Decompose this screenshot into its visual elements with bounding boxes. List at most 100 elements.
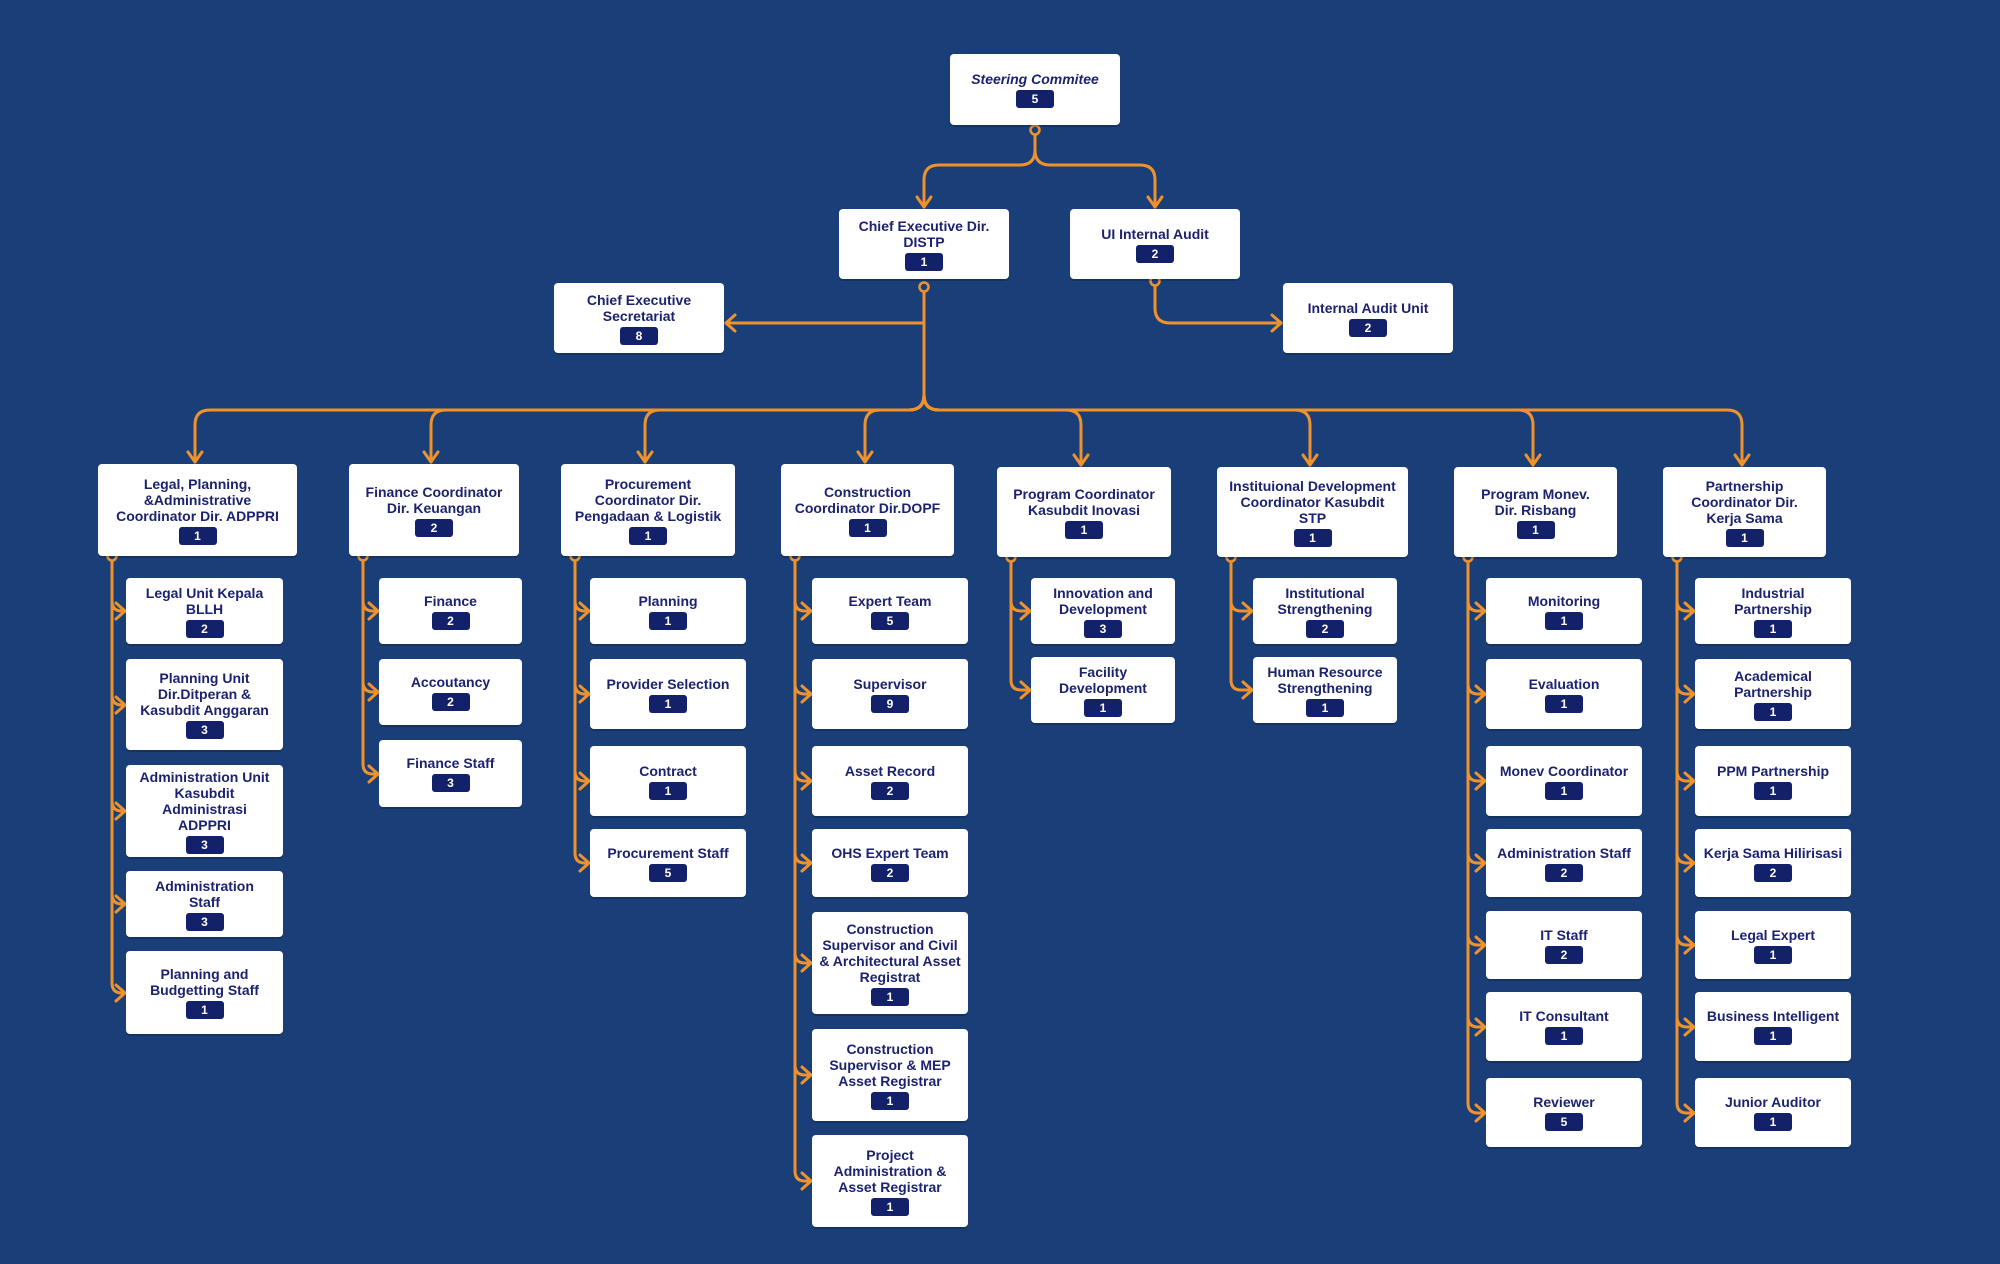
connector-line (1675, 682, 1696, 696)
connector-line (724, 285, 926, 397)
connector-line (573, 851, 591, 865)
unit-name: Chief Executive Dir. DISTP (858, 217, 990, 250)
unit-name: Construction Supervisor & MEP Asset Regi… (829, 1040, 951, 1089)
arrow-right-icon (1474, 684, 1487, 704)
headcount-badge: 5 (871, 611, 909, 630)
unit-name: Administration Staff (1497, 844, 1631, 861)
connector-line (793, 599, 813, 613)
unit-name: Procurement Coordinator Dir. Pengadaan &… (574, 475, 722, 524)
headcount-badge: 2 (415, 518, 453, 537)
headcount-badge: 5 (1545, 1113, 1583, 1131)
arrow-right-icon (1683, 1017, 1696, 1037)
unit-name: Industrial Partnership (1734, 584, 1812, 617)
unit-name: IT Staff (1540, 926, 1588, 943)
unit-name: Planning and Budgetting Staff (150, 966, 259, 998)
connector-dot (918, 281, 930, 293)
arrow-right-icon (800, 771, 813, 791)
unit-name: Finance (424, 592, 477, 609)
arrow-right-icon (1474, 771, 1487, 791)
headcount-badge: 2 (431, 692, 470, 711)
arrow-down-icon (422, 450, 440, 464)
connector-line (193, 393, 926, 464)
headcount-badge: 2 (1545, 945, 1583, 964)
arrow-down-icon (1301, 453, 1319, 467)
arrow-right-icon (800, 684, 813, 704)
connector-line (793, 1169, 813, 1183)
connector-line (1466, 1101, 1487, 1115)
headcount-badge: 1 (649, 694, 687, 713)
unit-name: Legal Expert (1730, 926, 1816, 943)
headcount-badge: 2 (1545, 863, 1583, 882)
connector-line (110, 892, 127, 906)
connector-line (863, 393, 926, 464)
headcount-badge: 1 (871, 1197, 909, 1216)
unit-name: Contract (639, 762, 697, 779)
arrow-right-icon (1683, 853, 1696, 873)
headcount-badge: 1 (1754, 781, 1792, 800)
sub-unit-box: Project Administration & Asset Registrar… (812, 1135, 968, 1227)
unit-name: Planning Unit Dir.Ditperan & Kasubdit An… (140, 670, 269, 718)
arrow-down-icon (1733, 453, 1751, 467)
arrow-right-icon (1474, 1103, 1487, 1123)
headcount-badge: 1 (1545, 1027, 1583, 1045)
connector-line (110, 693, 127, 707)
arrow-right-icon (800, 1171, 813, 1191)
unit-name: Finance Coordinator Dir. Keuangan (365, 483, 503, 516)
headcount-badge: 2 (1754, 863, 1792, 882)
arrow-right-icon (1683, 684, 1696, 704)
connector-line (1466, 933, 1487, 947)
headcount-badge: 2 (185, 619, 224, 638)
unit-name: Innovation and Development (1053, 584, 1153, 617)
headcount-badge: 1 (1545, 694, 1583, 713)
arrow-down-icon (186, 450, 204, 464)
unit-name: Evaluation (1528, 675, 1600, 692)
headcount-badge: 1 (649, 781, 687, 800)
unit-name: Internal Audit Unit (1307, 299, 1429, 316)
connector-line (1675, 933, 1696, 947)
connector-line (1675, 1015, 1696, 1029)
headcount-badge: 3 (185, 835, 224, 854)
headcount-badge: 2 (871, 863, 909, 882)
headcount-badge: 1 (1293, 528, 1332, 547)
connector-line (1675, 851, 1696, 865)
arrow-right-icon (1241, 680, 1254, 700)
arrow-right-icon (1241, 601, 1254, 621)
unit-name: Construction Coordinator Dir.DOPF (794, 483, 941, 516)
arrow-down-icon (1146, 195, 1164, 209)
arrow-right-icon (800, 953, 813, 973)
connector-line (1229, 599, 1254, 613)
connector-line (1675, 1101, 1696, 1115)
unit-name: Accoutancy (410, 673, 491, 690)
connector-line (361, 762, 380, 776)
headcount-badge: 2 (871, 781, 909, 800)
connector-line (793, 682, 813, 696)
arrow-right-icon (578, 601, 591, 621)
sub-unit-box: Administration Staff 2 (1486, 829, 1642, 897)
coordinator-box: Finance Coordinator Dir. Keuangan 2 (349, 464, 519, 556)
connector-line (1229, 678, 1254, 692)
headcount-badge: 1 (1306, 698, 1344, 717)
headcount-badge: 1 (871, 987, 909, 1006)
connector-line (643, 393, 926, 464)
connector-line (793, 851, 813, 865)
connector-line (110, 599, 127, 613)
arrow-right-icon (114, 983, 127, 1003)
arrow-left-icon (724, 313, 737, 333)
headcount-badge: 1 (1065, 520, 1103, 539)
arrow-right-icon (367, 764, 380, 784)
connector-line (793, 1063, 813, 1077)
connector-line (1466, 1015, 1487, 1029)
